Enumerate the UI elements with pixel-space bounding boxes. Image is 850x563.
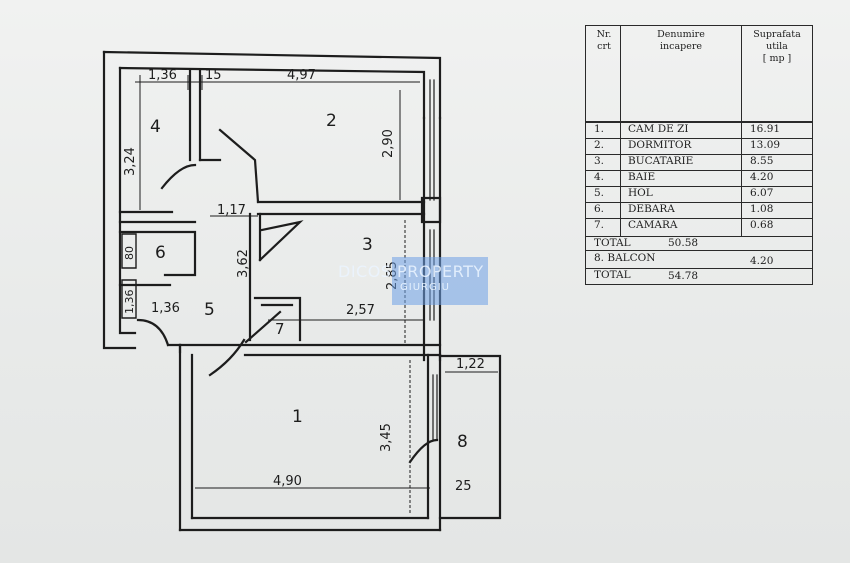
bath-wall-right — [188, 68, 202, 162]
row-area: 16.91 — [750, 123, 781, 135]
row-name: BUCATARIE — [628, 155, 694, 167]
debara-small — [121, 233, 137, 269]
total2-label: TOTAL — [594, 269, 631, 281]
row-nr: 2. — [594, 139, 605, 151]
room-label-7: 7 — [275, 320, 285, 338]
outer-wall-inner — [118, 66, 426, 120]
dim-label-362: 3,62 — [236, 249, 251, 278]
header-area: Suprafata utila [ mp ] — [753, 29, 801, 64]
row-area: 0.68 — [750, 219, 774, 231]
balcon-value: 4.20 — [750, 255, 774, 267]
pillar — [420, 196, 442, 224]
row-divider — [586, 186, 812, 187]
row-divider — [586, 122, 812, 123]
row-nr: 6. — [594, 203, 605, 215]
row-name: BAIE — [628, 171, 656, 183]
row-nr: 1. — [594, 123, 605, 135]
living-right — [426, 353, 442, 532]
balcony-outline — [438, 354, 502, 520]
room-label-1: 1 — [292, 407, 303, 427]
window-living — [432, 374, 438, 441]
side-small — [121, 279, 137, 319]
room-label-4: 4 — [150, 117, 161, 137]
header-nr: Nr. crt — [596, 29, 612, 52]
dim-label-117: 1,17 — [217, 203, 246, 218]
row-nr: 5. — [594, 187, 605, 199]
wall-2-3 — [256, 200, 426, 216]
entrance-wall — [166, 343, 182, 354]
dim-tick-a — [139, 75, 203, 90]
watermark-text: DICOS PROPERTY — [338, 262, 484, 281]
camara-walls — [253, 296, 302, 342]
door-room2 — [218, 128, 260, 204]
total1-value: 50.58 — [668, 237, 699, 249]
room-label-8: 8 — [457, 432, 468, 452]
row-divider — [586, 138, 812, 139]
room-label-5: 5 — [204, 300, 215, 320]
bath-door — [160, 163, 197, 190]
dim-label-80: 80 — [123, 246, 136, 260]
wall-3-1 — [178, 343, 442, 357]
row-nr: 7. — [594, 219, 605, 231]
area-table: Nr. crt Denumire incapere Suprafata util… — [585, 25, 813, 285]
dim-label-136-mid: 1,36 — [151, 301, 180, 316]
living-bottom — [178, 516, 442, 532]
row-area: 1.08 — [750, 203, 774, 215]
hall-door-main — [208, 338, 246, 377]
dim-label-490: 4,90 — [273, 474, 302, 489]
dim-label-15: 15 — [205, 68, 222, 83]
row-name: CAMARA — [628, 219, 678, 231]
outer-wall-outer — [102, 50, 442, 120]
row-divider — [586, 218, 812, 219]
camara-door — [244, 310, 282, 344]
watermark-logo-box — [392, 257, 488, 305]
entrance-door — [136, 318, 170, 347]
dim-label-324: 3,24 — [123, 147, 138, 176]
dim-label-25: 25 — [455, 479, 472, 494]
header-name: Denumire incapere — [657, 29, 705, 52]
dim-label-136-side: 1,36 — [123, 290, 136, 315]
left-wall-inner — [118, 66, 137, 335]
room-label-2: 2 — [326, 111, 337, 131]
row-name: CAM DE ZI — [628, 123, 689, 135]
row-divider — [586, 170, 812, 171]
window-right-2 — [429, 79, 435, 201]
total1-label: TOTAL — [594, 237, 631, 249]
debara-walls — [118, 230, 197, 287]
row-area: 6.07 — [750, 187, 774, 199]
row-divider — [586, 154, 812, 155]
balcon-label: 8. BALCON — [594, 252, 656, 264]
balcony-door — [408, 438, 439, 464]
total2-value: 54.78 — [668, 270, 699, 282]
row-area: 8.55 — [750, 155, 774, 167]
bath-wall-bottom — [118, 210, 197, 224]
row-divider — [586, 202, 812, 203]
dim-label-345: 3,45 — [379, 423, 394, 452]
room-label-6: 6 — [155, 243, 166, 263]
row-area: 13.09 — [750, 139, 781, 151]
row-name: HOL — [628, 187, 653, 199]
left-wall-outer — [102, 50, 137, 350]
row-nr: 3. — [594, 155, 605, 167]
room-label-3: 3 — [362, 235, 373, 255]
dim-label-136-top: 1,36 — [148, 68, 177, 83]
row-area: 4.20 — [750, 171, 774, 183]
kitchen-door — [258, 220, 304, 262]
row-nr: 4. — [594, 171, 605, 183]
dim-label-257: 2,57 — [346, 303, 375, 318]
watermark-subtext: GIURGIU — [400, 282, 450, 293]
hall-wall-kitchen — [248, 212, 262, 342]
dim-label-290: 2,90 — [381, 129, 396, 158]
row-name: DORMITOR — [628, 139, 692, 151]
row-name: DEBARA — [628, 203, 675, 215]
dim-label-497: 4,97 — [287, 68, 316, 83]
dim-label-122: 1,22 — [456, 357, 485, 372]
